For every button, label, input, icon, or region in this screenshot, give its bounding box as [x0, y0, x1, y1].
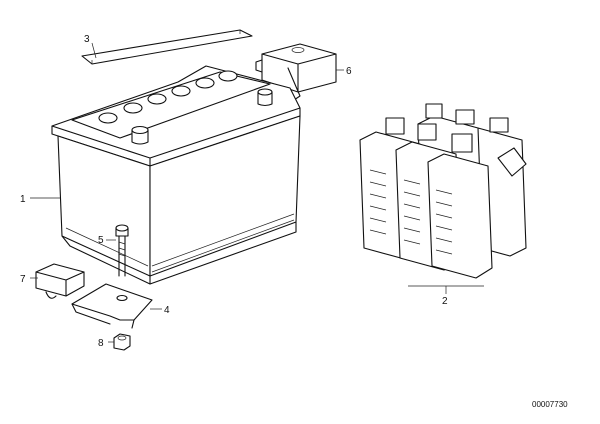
hold-down-bracket — [71, 283, 153, 329]
callout-7: 7 — [20, 274, 26, 285]
leader-lines — [30, 42, 484, 343]
bolt — [115, 224, 129, 277]
callout-8: 8 — [98, 338, 104, 349]
callout-3: 3 — [84, 34, 90, 45]
drawing-code: 00007730 — [532, 400, 568, 409]
nut — [113, 333, 131, 351]
rubber-pad — [35, 263, 85, 299]
battery — [51, 65, 301, 285]
seal-strip — [81, 29, 253, 65]
callout-4: 4 — [164, 305, 170, 316]
callout-6: 6 — [346, 66, 352, 77]
callout-1: 1 — [20, 194, 26, 205]
callout-5: 5 — [98, 235, 104, 246]
terminal-cover — [255, 43, 337, 101]
electrolyte-bottles — [359, 103, 527, 279]
callout-2: 2 — [442, 296, 448, 307]
leader-3 — [91, 42, 97, 59]
